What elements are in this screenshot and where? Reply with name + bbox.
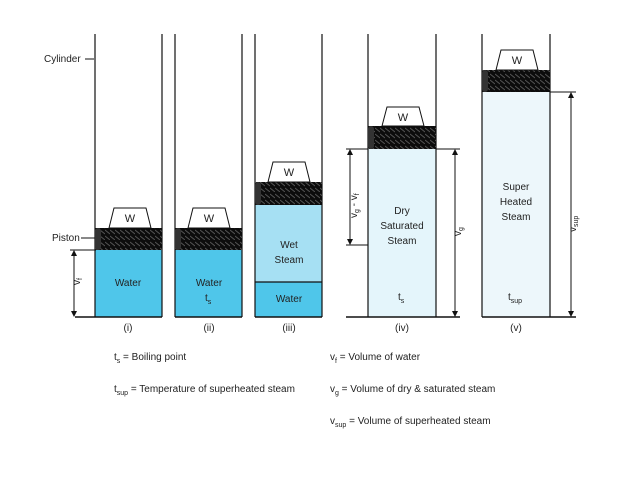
vg-label: vg [453, 227, 465, 236]
stage-caption: (iii) [282, 323, 295, 334]
weight-block [108, 207, 152, 229]
water-region [95, 250, 162, 317]
vg-vf-arrow-top [347, 149, 353, 155]
stage-content: Saturated [380, 221, 423, 232]
stage-content: Heated [500, 197, 532, 208]
temperature-label: tsup [508, 292, 522, 305]
vf-arrow-top [71, 250, 77, 256]
weight-block [495, 49, 539, 71]
stage-content: Water [115, 278, 142, 289]
stage-caption: (i) [124, 323, 133, 334]
piston-end-left [368, 126, 374, 149]
stage-content: Steam [388, 236, 417, 247]
piston-end-left [255, 182, 261, 205]
legend-entry-tsup: tsup = Temperature of superheated steam [114, 384, 295, 397]
stage-content-upper: Steam [275, 255, 304, 266]
piston [482, 70, 550, 92]
stage-content: Super [503, 182, 530, 193]
vg-arrow-bottom [452, 311, 458, 317]
weight-label: W [512, 55, 523, 67]
stage-content-lower: Water [276, 294, 303, 305]
vg-minus-vf-label: vg - vf [349, 193, 361, 218]
stage-caption: (iv) [395, 323, 409, 334]
stage-caption: (ii) [203, 323, 214, 334]
vg-arrow-top [452, 149, 458, 155]
stage-i: W Water (i) vf [70, 34, 163, 334]
weight-label: W [204, 213, 215, 225]
temperature-label: ts [398, 292, 405, 305]
weight-label: W [398, 112, 409, 124]
stage-content: Water [196, 278, 223, 289]
piston [368, 126, 436, 149]
vf-label: vf [72, 278, 84, 285]
weight-label: W [125, 213, 136, 225]
piston [175, 228, 242, 250]
weight-block [187, 207, 231, 229]
vf-arrow-bottom [71, 311, 77, 317]
wet-steam-region [255, 205, 322, 282]
piston-label: Piston [52, 233, 80, 244]
vg-vf-arrow-bottom [347, 239, 353, 245]
temperature-label: ts [205, 293, 212, 306]
legend-entry-ts: ts = Boiling point [114, 352, 186, 365]
weight-block [381, 106, 425, 127]
stage-content-upper: Wet [280, 240, 298, 251]
stage-caption: (v) [510, 323, 522, 334]
stage-ii: W Water ts (ii) [174, 34, 243, 334]
superheated-steam-region [482, 92, 550, 317]
piston [95, 228, 162, 250]
water-region [175, 250, 242, 317]
legend-entry-vg: vg = Volume of dry & saturated steam [330, 384, 495, 397]
vsup-arrow-bottom [568, 311, 574, 317]
piston-end-left [95, 228, 101, 250]
legend-entry-vf: vf = Volume of water [330, 352, 421, 365]
cylinder-label: Cylinder [44, 54, 81, 65]
piston [255, 182, 322, 205]
stage-content: Dry [394, 206, 410, 217]
vsup-arrow-top [568, 92, 574, 98]
stage-v: W Super Heated Steam tsup (v) vsup [481, 34, 580, 334]
dry-steam-region [368, 149, 436, 317]
stage-iv: W Dry Saturated Steam ts (iv) vg - vf vg [346, 34, 465, 334]
piston-end-left [175, 228, 181, 250]
water-region [255, 282, 322, 317]
weight-label: W [284, 167, 295, 179]
legend: ts = Boiling point tsup = Temperature of… [114, 352, 495, 429]
legend-entry-vsup: vsup = Volume of superheated steam [330, 416, 491, 429]
stage-content: Steam [502, 212, 531, 223]
vsup-label: vsup [568, 216, 580, 232]
stage-iii: W Wet Steam Water (iii) [254, 34, 323, 334]
piston-end-left [482, 70, 488, 92]
weight-block [267, 161, 311, 183]
